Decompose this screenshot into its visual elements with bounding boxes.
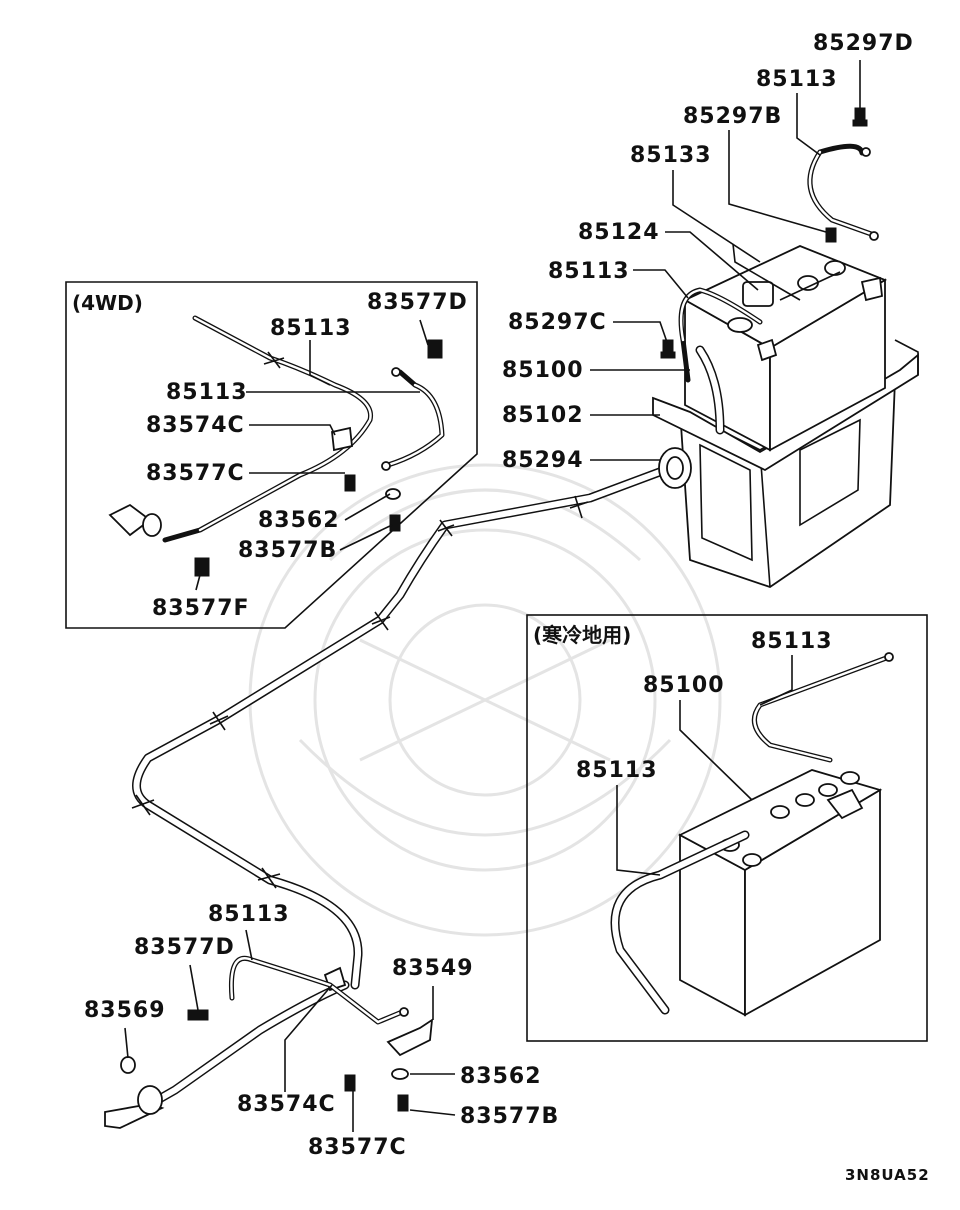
part-label-85113-4wd-a: 85113 <box>270 316 352 341</box>
main-harness <box>131 447 692 1115</box>
terminal-cables-top <box>678 143 879 435</box>
part-label-83577C-bottom: 83577C <box>308 1135 407 1160</box>
part-label-83577B-4wd: 83577B <box>238 538 338 563</box>
part-label-83577F-4wd: 83577F <box>152 596 250 621</box>
inset-cold-title: (寒冷地用) <box>533 623 632 647</box>
inset-4wd-title: (4WD) <box>72 291 143 315</box>
part-label-85113-bottom: 85113 <box>208 902 290 927</box>
bolts-top <box>660 107 868 359</box>
part-label-85100-main: 85100 <box>502 358 584 383</box>
part-label-83577C-4wd: 83577C <box>146 461 245 486</box>
battery-tray <box>652 339 919 588</box>
part-label-83577D-4wd: 83577D <box>367 290 468 315</box>
part-label-85294: 85294 <box>502 448 584 473</box>
part-label-85113-cold-top: 85113 <box>751 629 833 654</box>
inset-cold-internals <box>610 652 894 1017</box>
watermark-emblem <box>248 463 722 937</box>
inset-cold-frame <box>526 614 928 1042</box>
inset-4wd-internals <box>108 315 445 577</box>
part-label-85297C: 85297C <box>508 310 607 335</box>
diagram-code: 3N8UA52 <box>845 1166 930 1184</box>
bottom-bracket-assembly <box>104 966 347 1129</box>
inset-4wd-frame <box>65 281 478 629</box>
bottom-ground-cable <box>187 955 434 1112</box>
part-label-85297D-main: 85297D <box>813 31 914 56</box>
part-label-85113-4wd-b: 85113 <box>166 380 248 405</box>
part-label-85113-mid: 85113 <box>548 259 630 284</box>
part-label-85100-cold: 85100 <box>643 673 725 698</box>
part-label-83574C-4wd: 83574C <box>146 413 245 438</box>
part-label-83577B-bottom: 83577B <box>460 1104 560 1129</box>
part-label-83562-4wd: 83562 <box>258 508 340 533</box>
part-label-85113-cold-left: 85113 <box>576 758 658 783</box>
part-label-85113-top: 85113 <box>756 67 838 92</box>
leader-lines <box>124 60 861 1132</box>
part-label-83549: 83549 <box>392 956 474 981</box>
battery-main <box>683 245 888 452</box>
part-label-85133: 85133 <box>630 143 712 168</box>
part-label-83577D-bottom: 83577D <box>134 935 235 960</box>
part-label-83574C-bottom: 83574C <box>237 1092 336 1117</box>
part-label-83562-bottom: 83562 <box>460 1064 542 1089</box>
part-label-83569: 83569 <box>84 998 166 1023</box>
part-label-85297B: 85297B <box>683 104 783 129</box>
part-label-85102: 85102 <box>502 403 584 428</box>
part-label-85124: 85124 <box>578 220 660 245</box>
